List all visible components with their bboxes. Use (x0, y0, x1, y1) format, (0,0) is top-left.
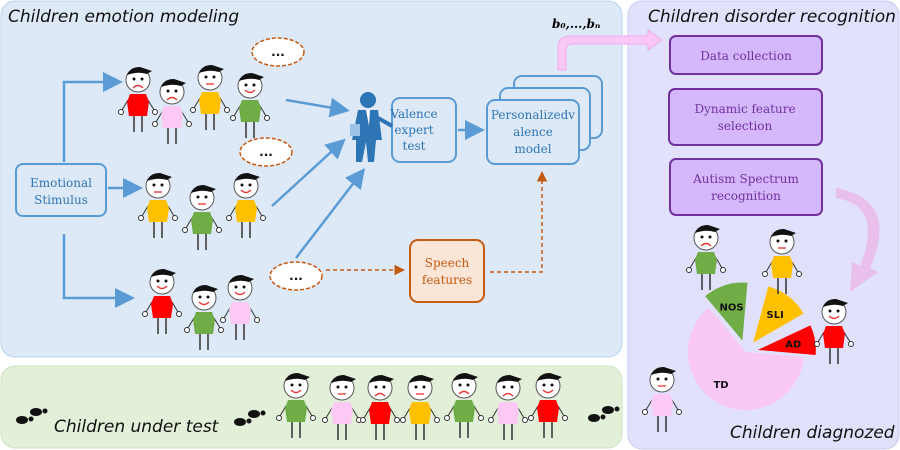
child-figure-icon (118, 67, 158, 132)
valence-expert-test-node: Valence expert test (389, 97, 457, 163)
child-figure-icon (142, 269, 182, 334)
footprints-icon (234, 418, 252, 426)
child-figure-icon (528, 373, 568, 438)
svg-text:Autism Spectrum: Autism Spectrum (692, 172, 799, 186)
child-figure-icon (276, 373, 316, 438)
child-figure-icon (686, 225, 726, 290)
pie-label-sli: SLI (767, 310, 784, 321)
disorder-recognition-title: Children disorder recognition (648, 7, 896, 27)
svg-text:...: ... (271, 45, 285, 59)
footprints-icon (16, 416, 34, 424)
child-figure-icon (152, 79, 192, 144)
speech-bubble-icon: ... (251, 37, 305, 67)
svg-text:selection: selection (718, 119, 773, 133)
pie-slice-td (687, 307, 804, 410)
child-figure-icon (642, 367, 682, 432)
child-figure-icon (138, 173, 178, 238)
svg-text:expert: expert (394, 123, 433, 137)
diagnosis-pie: TD NOS SLI AD (687, 282, 816, 410)
svg-text:Stimulus: Stimulus (34, 193, 88, 207)
speech-bubbles: ......... (239, 37, 323, 291)
svg-text:Data collection: Data collection (700, 49, 792, 63)
child-figure-icon (190, 65, 230, 130)
child-figure-icon (814, 299, 854, 364)
flow-arrows (62, 72, 485, 308)
speech-features-node: Speech features (409, 239, 485, 303)
svg-text:model: model (514, 142, 551, 156)
child-figure-icon (322, 375, 362, 440)
svg-text:test: test (403, 139, 426, 153)
step-data-collection: Data collection (669, 35, 823, 75)
speech-arrows (326, 171, 548, 276)
emotion-modeling-title: Children emotion modeling (8, 7, 239, 27)
under-test-title: Children under test (54, 417, 220, 437)
svg-text:Dynamic feature: Dynamic feature (694, 102, 795, 116)
pie-slice-ad (757, 325, 816, 355)
footprints-icon (602, 406, 620, 414)
personalized-valence-model-node: Personalizedv alence model (486, 75, 603, 165)
svg-text:alence: alence (513, 125, 553, 139)
child-figure-icon (488, 375, 528, 440)
step-autism-spectrum-recognition: Autism Spectrum recognition (669, 158, 823, 216)
diagnosis-arrow (836, 188, 880, 292)
child-figure-icon (400, 375, 440, 440)
pie-slice-nos (705, 282, 748, 341)
speech-bubble-icon: ... (269, 261, 323, 291)
params-arrow (557, 29, 663, 71)
pie-label-nos: NOS (720, 302, 744, 313)
svg-text:Speech: Speech (425, 256, 470, 270)
svg-text:recognition: recognition (711, 189, 781, 203)
child-figure-icon (762, 229, 802, 294)
svg-text:...: ... (289, 269, 303, 283)
footprints (16, 406, 620, 426)
child-figure-icon (220, 275, 260, 340)
footprints-icon (30, 408, 48, 416)
businessman-icon (350, 92, 393, 162)
child-figure-icon (226, 173, 266, 238)
child-figure-icon (444, 373, 484, 438)
step-dynamic-feature-selection: Dynamic feature selection (668, 88, 823, 146)
speech-bubble-icon: ... (239, 137, 293, 167)
svg-text:Emotional: Emotional (30, 176, 92, 190)
svg-text:...: ... (259, 145, 273, 159)
pie-label-td: TD (713, 380, 728, 391)
diagnozed-title: Children diagnozed (730, 423, 895, 443)
pie-label-ad: AD (785, 340, 801, 351)
footprints-icon (588, 414, 606, 422)
emotional-stimulus-node: Emotional Stimulus (15, 163, 107, 217)
svg-text:features: features (422, 273, 472, 287)
svg-text:Valence: Valence (389, 107, 437, 121)
svg-text:Personalizedv: Personalizedv (491, 108, 575, 122)
children-figures (118, 65, 854, 440)
params-label: b₀,...,bₙ (552, 17, 601, 31)
child-figure-icon (184, 285, 224, 350)
child-figure-icon (182, 185, 222, 250)
pie-slice-sli (753, 286, 804, 343)
footprints-icon (248, 410, 266, 418)
child-figure-icon (230, 73, 270, 138)
child-figure-icon (360, 375, 400, 440)
